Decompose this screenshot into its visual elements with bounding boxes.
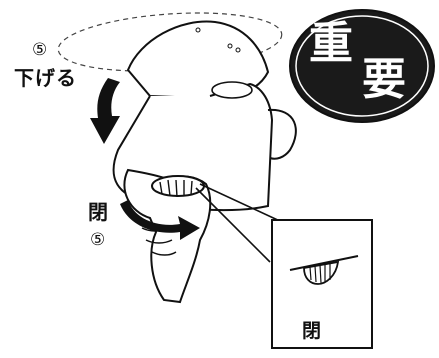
hand-finger-line xyxy=(151,251,177,256)
close-direction-label: 閉 xyxy=(88,200,108,224)
important-badge-char-1: 重 xyxy=(309,18,353,69)
step-number-bottom: ⑤ xyxy=(90,230,106,250)
base-cap-ridges xyxy=(159,179,193,198)
lid-hole xyxy=(195,27,201,33)
inset-cap-top-line xyxy=(289,255,359,271)
base-cap xyxy=(151,175,205,197)
hand-finger-line xyxy=(145,239,173,244)
lid-hole xyxy=(235,47,241,53)
lid-hole xyxy=(227,43,233,49)
important-badge-char-2: 要 xyxy=(362,54,406,105)
bottle-handle xyxy=(267,108,297,160)
important-badge xyxy=(289,9,435,123)
callout-line xyxy=(199,183,283,223)
step-number-top: ⑤ xyxy=(32,40,48,60)
callout-line xyxy=(195,187,271,263)
inset-cap-ridges xyxy=(309,263,331,284)
down-arrow xyxy=(90,78,120,144)
bottle-rim xyxy=(211,81,253,99)
rotate-close-arrow xyxy=(120,200,200,240)
important-badge-inner-ring xyxy=(295,15,429,117)
step-instruction-lower: 下げる xyxy=(14,66,77,90)
inset-caption: 閉 xyxy=(302,320,322,342)
